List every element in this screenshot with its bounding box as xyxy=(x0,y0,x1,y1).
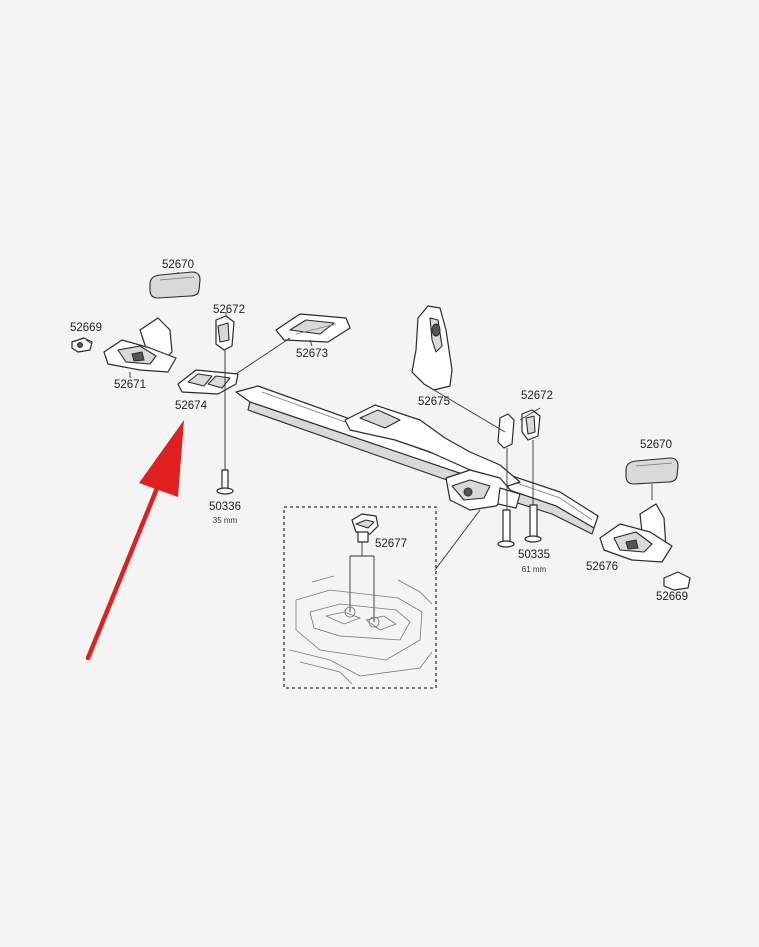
label-pad: 52673 xyxy=(296,348,328,360)
label-grip-right: 52670 xyxy=(640,439,672,451)
inset-frame xyxy=(283,506,437,689)
label-mount: 52677 xyxy=(375,538,407,550)
dim-screw-long: 61 mm xyxy=(522,565,547,574)
label-post-right: 52672 xyxy=(521,390,553,402)
part-labels: 52670 52669 52671 52672 52673 52674 5033… xyxy=(70,259,688,603)
clip-right xyxy=(663,571,691,591)
mount-part xyxy=(351,513,379,543)
frame-holder xyxy=(411,305,453,391)
label-post-left: 52672 xyxy=(213,304,245,316)
label-grip-left: 52670 xyxy=(162,259,194,271)
screw-short xyxy=(216,350,234,495)
label-screw-long: 50335 xyxy=(518,549,550,561)
post-right xyxy=(497,409,541,449)
pad xyxy=(275,313,351,343)
screw-long xyxy=(497,440,542,548)
leader-lines xyxy=(85,272,653,571)
red-arrow-icon xyxy=(85,420,184,661)
label-cradle-left: 52671 xyxy=(114,379,146,391)
post-left xyxy=(215,315,235,351)
cradle-left xyxy=(103,317,177,373)
label-cradle-right: 52676 xyxy=(586,561,618,573)
center-clamp xyxy=(445,469,521,511)
label-plate: 52674 xyxy=(175,400,208,412)
inset-base-sketch xyxy=(289,575,433,685)
cradle-right xyxy=(599,503,673,563)
grip-left xyxy=(149,271,201,299)
label-frame-holder: 52675 xyxy=(418,396,450,408)
label-clip-right: 52669 xyxy=(656,591,688,603)
dim-screw-short: 35 mm xyxy=(213,516,238,525)
plate xyxy=(177,369,239,395)
label-screw-short: 50336 xyxy=(209,501,241,513)
clip-left xyxy=(71,337,93,353)
label-clip-left: 52669 xyxy=(70,322,102,334)
inset-detail xyxy=(283,506,437,689)
grip-right xyxy=(625,457,679,485)
wheel-tray-rail xyxy=(235,385,599,535)
